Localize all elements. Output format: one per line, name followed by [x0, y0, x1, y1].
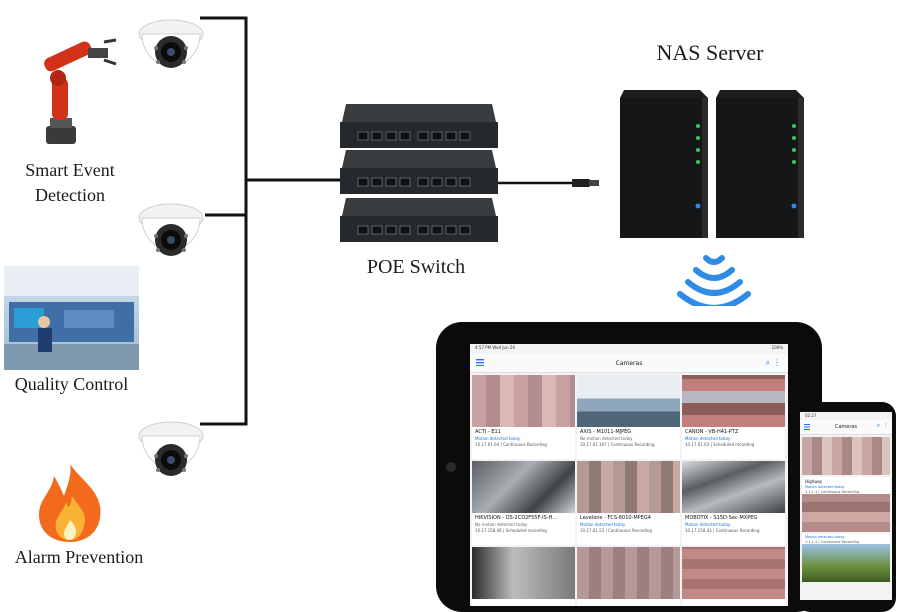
camera-meta: 10.17.61.63 | Scheduled recording [685, 442, 755, 447]
camera-name: Highway [805, 479, 823, 484]
camera-thumbnail [472, 375, 575, 427]
camera-thumbnail [682, 461, 785, 513]
camera-thumbnail [802, 544, 890, 582]
dome-camera-icon [138, 19, 204, 68]
camera-name: MOBOTIX - S15D-Sec-MXPEG [685, 515, 758, 521]
dome-camera-icon [138, 421, 204, 476]
nas-server-icon [620, 90, 804, 238]
robot-arm-icon [44, 38, 117, 144]
search-icon[interactable]: ⌕ [765, 358, 770, 367]
camera-meta: 10.17.158.46 | Scheduled recording [475, 528, 547, 533]
camera-meta: 10.17.158.43 | Continuous Recording [685, 528, 760, 533]
nas-server-label: NAS Server [656, 40, 764, 65]
camera-thumbnail [577, 547, 680, 599]
camera-name: Levelone - FCS-6010-MPEG4 [580, 515, 651, 521]
camera-name: ACTI - E11 [475, 429, 501, 435]
search-icon[interactable]: ⌕ [876, 422, 880, 429]
camera-name: AXIS - M1011-MJPEG [580, 429, 632, 435]
phone-app-bar: Cameras ⌕ ⋮ [800, 420, 892, 435]
menu-icon[interactable] [476, 359, 484, 366]
camera-status: Motion detected today [580, 522, 626, 527]
camera-2-cable [205, 180, 248, 217]
camera-card[interactable]: Highway Motion detected today 1.1.1.1 | … [802, 477, 890, 532]
ethernet-plug-icon [572, 179, 599, 187]
poe-switch-label: POE Switch [366, 256, 466, 278]
tablet-screen: 4:57 PM Wed Jun 26 100% Cameras ⌕ ⋮ ACTI… [470, 344, 788, 606]
camera-card[interactable]: CANON - VB-H41-PTZ Motion detected today… [682, 375, 785, 459]
camera-meta: 1.1.1.1 | Continuous Recording [805, 490, 860, 494]
camera-thumbnail [577, 461, 680, 513]
tablet-app-bar: Cameras ⌕ ⋮ [470, 354, 788, 373]
camera-card[interactable]: MOBOTIX - S15D-Sec-MXPEG Motion detected… [682, 461, 785, 545]
tablet-title: Cameras [615, 359, 643, 367]
battery-level: 100% [771, 345, 783, 350]
camera-thumbnail [682, 547, 785, 599]
menu-icon[interactable] [804, 424, 812, 431]
camera-meta: 10.17.61.167 | Continuous Recording [580, 442, 655, 447]
camera-name: CANON - VB-H41-PTZ [685, 429, 739, 435]
camera-status: No motion detected today [475, 522, 528, 527]
camera-status: Motion detected today [475, 436, 521, 441]
camera-card[interactable]: HIKVISION - DS-2CD2F55F-IS-H... No motio… [472, 461, 575, 545]
camera-name: HIKVISION - DS-2CD2F55F-IS-H... [475, 515, 558, 521]
quality-control-label: Quality Control [14, 374, 129, 394]
camera-status: No motion detected today [580, 436, 633, 441]
wifi-icon [677, 255, 751, 306]
poe-switch-icon [340, 104, 498, 242]
smart-event-label: Smart Event Detection [25, 160, 115, 205]
factory-photo [4, 266, 139, 370]
camera-thumbnail [472, 547, 575, 599]
alarm-prevention-label: Alarm Prevention [14, 547, 144, 567]
phone-title: Cameras [834, 424, 858, 430]
flame-icon [38, 464, 101, 542]
camera-card[interactable]: Levelone - FCS-6010-MPEG4 Motion detecte… [577, 461, 680, 545]
more-icon[interactable]: ⋮ [883, 422, 889, 429]
camera-card[interactable]: AXIS - M1011-MJPEG No motion detected to… [577, 375, 680, 459]
status-time: 4:57 PM Wed Jun 26 [475, 345, 515, 350]
tablet-status-bar: 4:57 PM Wed Jun 26 100% [470, 344, 788, 354]
camera-card[interactable] [577, 547, 680, 606]
phone-screen: 02:27 Cameras ⌕ ⋮ Highway Motion detecte… [800, 412, 892, 600]
camera-card[interactable]: Motion detected today 1.1.1.1 | Continuo… [802, 534, 890, 582]
camera-meta: 1.1.1.1 | Continuous Recording [805, 540, 860, 544]
camera-card[interactable]: ACTI - E11 Motion detected today 10.17.6… [472, 375, 575, 459]
camera-grid: ACTI - E11 Motion detected today 10.17.6… [470, 373, 788, 606]
camera-thumbnail [682, 375, 785, 427]
camera-meta: 10.17.61.53 | Continuous Recording [580, 528, 652, 533]
camera-thumbnail [577, 375, 680, 427]
dome-camera-icon [138, 203, 204, 256]
camera-thumbnail [802, 437, 890, 475]
phone-status-bar: 02:27 [800, 412, 892, 420]
camera-card[interactable] [682, 547, 785, 606]
camera-meta: 10.17.61.64 | Continuous Recording [475, 442, 547, 447]
tablet-camera [446, 462, 456, 472]
status-time: 02:27 [805, 413, 817, 418]
camera-status: Motion detected today [685, 436, 731, 441]
camera-3-cable [200, 180, 248, 426]
camera-card[interactable] [472, 547, 575, 606]
camera-status: Motion detected today [685, 522, 731, 527]
more-icon[interactable]: ⋮ [773, 358, 781, 367]
camera-status: Motion detected today [805, 535, 845, 539]
camera-card[interactable] [802, 437, 890, 475]
camera-thumbnail [802, 494, 890, 532]
camera-thumbnail [472, 461, 575, 513]
camera-1-cable [200, 16, 248, 180]
camera-status: Motion detected today [805, 485, 845, 489]
